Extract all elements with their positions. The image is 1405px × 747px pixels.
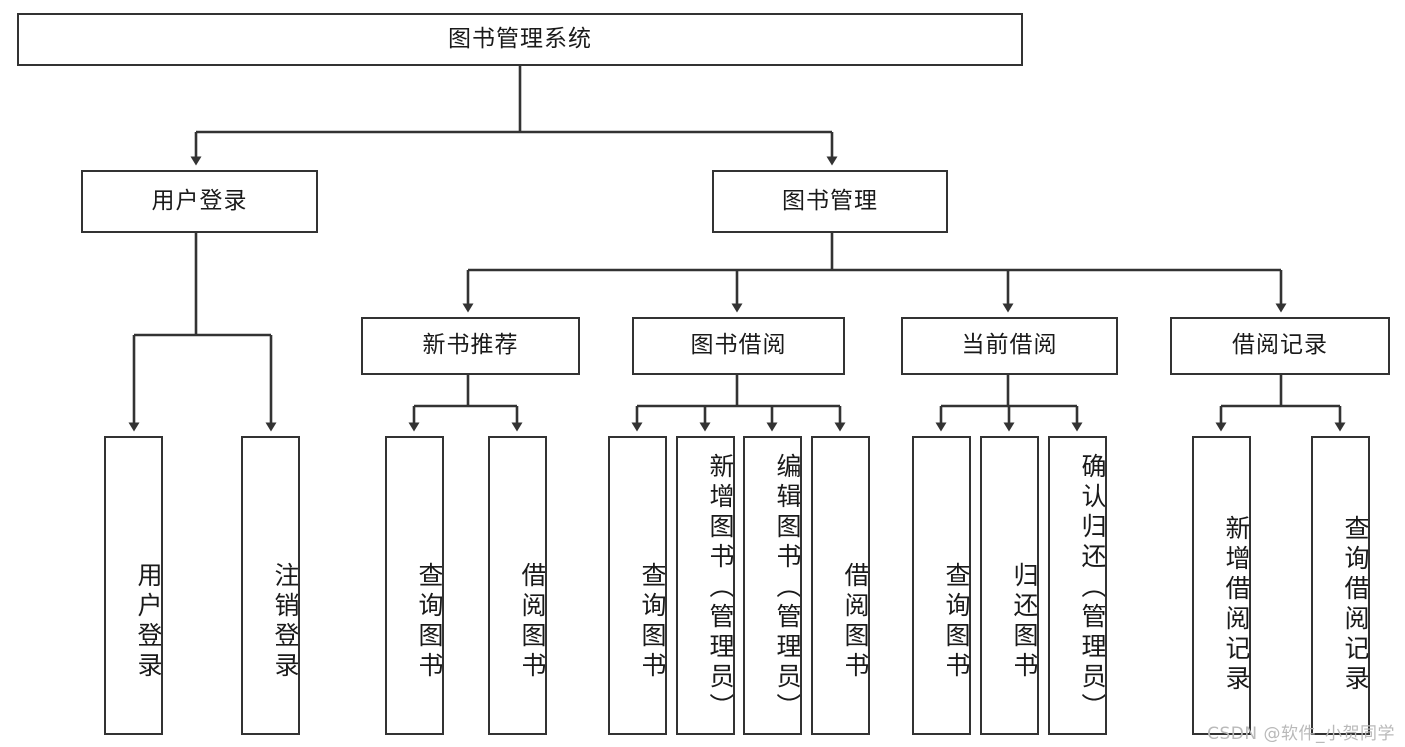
leaf-user-logout[interactable]: 注销登录 xyxy=(241,436,300,735)
leaf-add-borrow-record[interactable]: 新增借阅记录 xyxy=(1192,436,1251,735)
leaf-user-login[interactable]: 用户登录 xyxy=(104,436,163,735)
leaf-edit-book-admin[interactable]: 编辑图书（管理员） xyxy=(743,436,802,735)
node-label: 新增借阅记录 xyxy=(1222,514,1251,695)
node-book-manage[interactable]: 图书管理 xyxy=(712,170,948,233)
node-label: 新增图书（管理员） xyxy=(706,452,735,723)
node-label: 图书管理 xyxy=(782,187,878,214)
node-borrow-record[interactable]: 借阅记录 xyxy=(1170,317,1390,375)
node-label: 图书管理系统 xyxy=(448,25,592,52)
node-label: 借阅图书 xyxy=(518,561,547,682)
node-new-book-recommend[interactable]: 新书推荐 xyxy=(361,317,580,375)
node-current-borrow[interactable]: 当前借阅 xyxy=(901,317,1118,375)
node-book-borrow[interactable]: 图书借阅 xyxy=(632,317,845,375)
node-label: 确认归还（管理员） xyxy=(1078,452,1107,723)
node-label: 归还图书 xyxy=(1010,561,1039,682)
node-label: 编辑图书（管理员） xyxy=(773,452,802,723)
node-label: 查询借阅记录 xyxy=(1341,514,1370,695)
leaf-borrow-book-borrow[interactable]: 借阅图书 xyxy=(811,436,870,735)
leaf-add-book-admin[interactable]: 新增图书（管理员） xyxy=(676,436,735,735)
node-root-book-management-system[interactable]: 图书管理系统 xyxy=(17,13,1023,66)
node-label: 查询图书 xyxy=(942,561,971,682)
csdn-watermark: CSDN @软件_小贺同学 xyxy=(1207,724,1395,744)
leaf-query-book-borrow[interactable]: 查询图书 xyxy=(608,436,667,735)
leaf-confirm-return-admin[interactable]: 确认归还（管理员） xyxy=(1048,436,1107,735)
node-label: 借阅图书 xyxy=(841,561,870,682)
leaf-query-book-recommend[interactable]: 查询图书 xyxy=(385,436,444,735)
node-label: 当前借阅 xyxy=(961,332,1058,359)
leaf-query-borrow-record[interactable]: 查询借阅记录 xyxy=(1311,436,1370,735)
leaf-return-book[interactable]: 归还图书 xyxy=(980,436,1039,735)
node-label: 新书推荐 xyxy=(422,332,519,359)
node-label: 用户登录 xyxy=(151,187,248,214)
node-label: 注销登录 xyxy=(271,561,300,682)
node-label: 用户登录 xyxy=(134,561,163,682)
node-user-login[interactable]: 用户登录 xyxy=(81,170,318,233)
node-label: 借阅记录 xyxy=(1232,332,1328,359)
node-label: 查询图书 xyxy=(415,561,444,682)
leaf-borrow-book-recommend[interactable]: 借阅图书 xyxy=(488,436,547,735)
leaf-query-book-current[interactable]: 查询图书 xyxy=(912,436,971,735)
node-label: 查询图书 xyxy=(638,561,667,682)
node-label: 图书借阅 xyxy=(690,332,787,359)
